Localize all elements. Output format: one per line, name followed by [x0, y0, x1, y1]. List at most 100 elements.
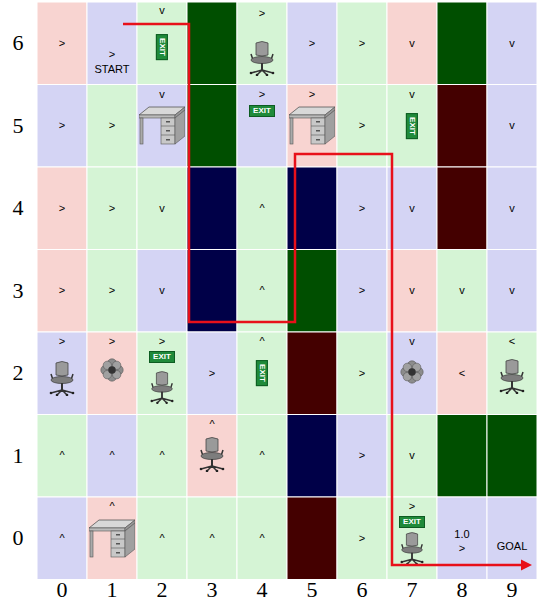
grid-cell	[387, 2, 437, 85]
grid-cell	[437, 2, 487, 85]
chair-icon	[200, 438, 225, 473]
grid-cell	[237, 2, 287, 85]
grid-cell	[287, 2, 337, 85]
grid-cell	[487, 2, 537, 85]
policy-arrow: >	[209, 368, 215, 379]
policy-arrow: >	[159, 336, 165, 347]
grid-cell	[337, 332, 387, 415]
policy-arrow: >	[59, 203, 65, 214]
cell-value: START	[94, 64, 129, 75]
policy-arrow: >	[359, 120, 365, 131]
axis-number: 7	[407, 579, 418, 601]
policy-arrow: ^	[259, 285, 264, 296]
policy-arrow: >	[309, 38, 315, 49]
grid-cells	[37, 2, 537, 580]
policy-arrow: ^	[159, 450, 164, 461]
grid-cell	[137, 2, 187, 85]
grid-cell	[437, 250, 487, 333]
policy-arrow: >	[109, 120, 115, 131]
grid-cell	[337, 167, 387, 250]
grid-cell	[237, 167, 287, 250]
exit-sign: EXIT	[256, 360, 268, 386]
policy-arrow: >	[109, 49, 115, 60]
policy-arrow: >	[359, 285, 365, 296]
axis-number: 5	[13, 115, 24, 137]
grid-cell	[387, 497, 437, 580]
axis-number: 0	[13, 527, 24, 549]
grid-cell	[137, 167, 187, 250]
axis-number: 9	[507, 579, 518, 601]
grid-cell	[37, 167, 87, 250]
grid-cell	[37, 415, 87, 498]
grid-cell	[487, 332, 537, 415]
policy-arrow: v	[159, 203, 165, 214]
grid-cell	[337, 497, 387, 580]
policy-arrow: v	[409, 89, 415, 100]
chair-icon	[401, 533, 424, 565]
policy-arrow: ^	[109, 501, 114, 512]
policy-arrow: v	[409, 285, 415, 296]
grid-cell	[187, 85, 237, 168]
policy-arrow: v	[509, 203, 515, 214]
policy-arrow: ^	[259, 203, 264, 214]
policy-arrow: >	[309, 89, 315, 100]
axis-number: 0	[57, 579, 68, 601]
grid-cell	[437, 415, 487, 498]
axis-number: 5	[307, 579, 318, 601]
desk-icon	[89, 520, 135, 557]
policy-arrow: ^	[159, 533, 164, 544]
grid-cell	[237, 85, 287, 168]
policy-arrow: v	[159, 285, 165, 296]
exit-sign: EXIT	[149, 351, 175, 363]
chair-icon	[250, 42, 275, 77]
policy-arrow: v	[409, 38, 415, 49]
grid-cell	[87, 85, 137, 168]
grid-cell	[437, 85, 487, 168]
policy-arrow: >	[359, 450, 365, 461]
policy-arrow: ^	[259, 533, 264, 544]
policy-arrow: >	[359, 38, 365, 49]
grid-cell	[87, 332, 137, 415]
route-arrowhead	[521, 560, 532, 571]
grid-cell	[387, 167, 437, 250]
axis-number: 1	[107, 579, 118, 601]
grid-cell	[37, 332, 87, 415]
grid-cell	[487, 167, 537, 250]
axis-number: 3	[13, 280, 24, 302]
grid-cell	[37, 497, 87, 580]
grid-cell	[187, 250, 237, 333]
policy-arrow: ^	[259, 336, 264, 347]
grid-cell	[287, 415, 337, 498]
policy-arrow: >	[109, 203, 115, 214]
grid-cell	[237, 415, 287, 498]
grid-cell	[337, 415, 387, 498]
grid-cell	[237, 497, 287, 580]
policy-arrow: >	[109, 285, 115, 296]
grid-cell	[437, 497, 487, 580]
policy-arrow: v	[159, 5, 165, 16]
chair-icon	[500, 360, 525, 395]
grid-cell	[237, 250, 287, 333]
policy-arrow: >	[59, 336, 65, 347]
grid-cell	[437, 167, 487, 250]
grid-cell	[287, 332, 337, 415]
axis-number: 3	[207, 579, 218, 601]
axis-number: 2	[157, 579, 168, 601]
policy-arrow: v	[409, 203, 415, 214]
axis-number: 2	[13, 362, 24, 384]
policy-arrow: v	[509, 38, 515, 49]
grid-cell	[487, 415, 537, 498]
policy-arrow: ^	[209, 419, 214, 430]
grid-cell	[137, 332, 187, 415]
policy-arrow: v	[509, 120, 515, 131]
axis-number: 8	[457, 579, 468, 601]
policy-arrow: >	[59, 38, 65, 49]
desk-icon	[139, 107, 185, 144]
grid-cell	[487, 250, 537, 333]
policy-arrow: <	[459, 368, 465, 379]
grid-cell	[387, 332, 437, 415]
axis-number: 1	[13, 445, 24, 467]
grid-cell	[137, 415, 187, 498]
